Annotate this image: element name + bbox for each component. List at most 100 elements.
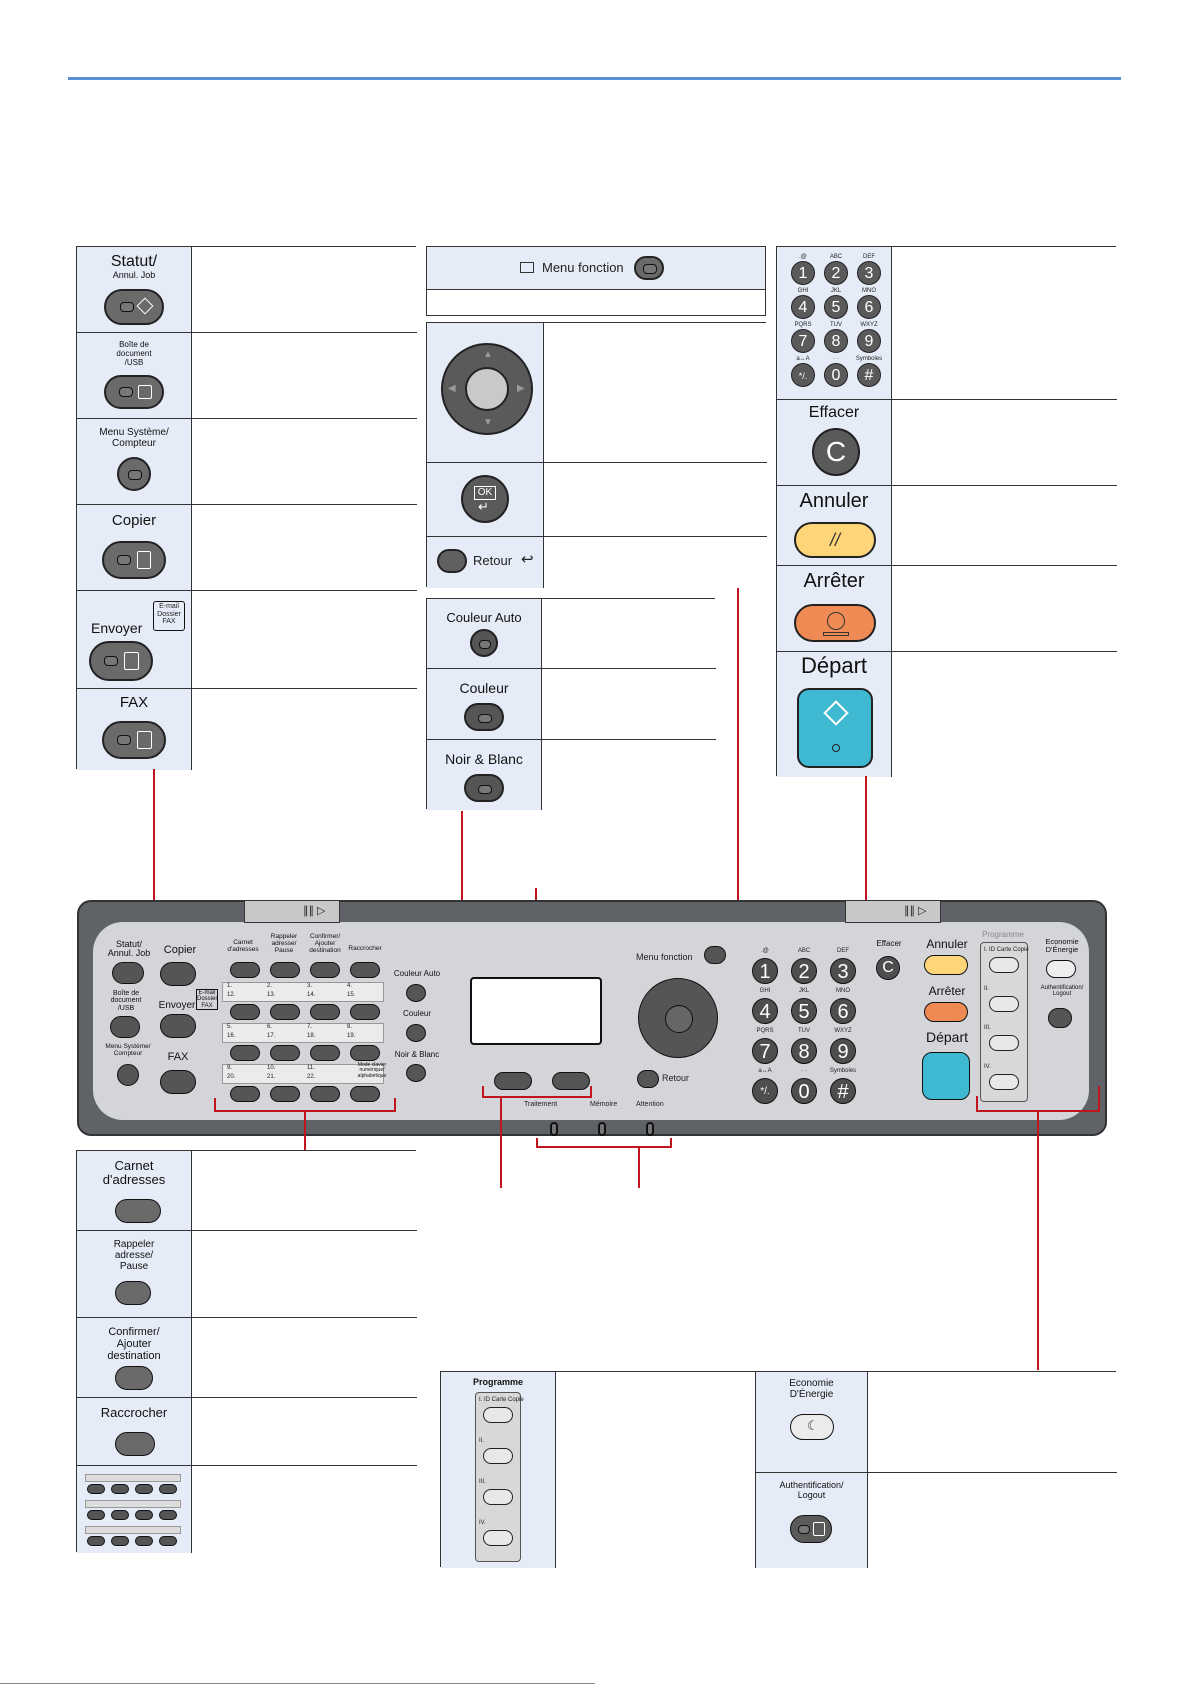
panel-boite-button[interactable] (110, 1016, 140, 1038)
panel-onetouch-key[interactable] (310, 1004, 340, 1020)
panel-carnet-button[interactable] (230, 962, 260, 978)
panel-keypad-key-8[interactable]: 9 (830, 1038, 856, 1064)
panel-envoyer-button[interactable] (160, 1014, 196, 1038)
panel-noir-blanc-button[interactable] (406, 1064, 426, 1082)
prog-mini-key-4[interactable] (483, 1530, 513, 1546)
couleur-auto-button[interactable] (470, 629, 498, 657)
keypad-key-3[interactable]: 4 (791, 295, 815, 319)
panel-keypad-key-5[interactable]: 6 (830, 998, 856, 1024)
panel-onetouch-key[interactable] (310, 1045, 340, 1061)
confirmer-button[interactable] (115, 1366, 153, 1390)
retour-button[interactable] (437, 549, 467, 573)
effacer-button[interactable]: C (812, 428, 860, 476)
keypad-key-9[interactable]: */. (791, 363, 815, 387)
prog-mini-key-3[interactable] (483, 1489, 513, 1505)
noir-blanc-cell: Noir & Blanc (427, 740, 541, 810)
panel-prog-key-2[interactable] (989, 996, 1019, 1012)
panel-couleur-button[interactable] (406, 1024, 426, 1042)
keypad-key-4[interactable]: 5 (824, 295, 848, 319)
panel-onetouch-strip: 5.6.7.8.16.17.18.19. (222, 1023, 384, 1043)
keypad-key-11[interactable]: # (857, 363, 881, 387)
panel-onetouch-key[interactable] (350, 1086, 380, 1102)
carnet-button[interactable] (115, 1199, 161, 1223)
prog-mini-key-1[interactable] (483, 1407, 513, 1423)
copier-button[interactable] (102, 541, 166, 579)
panel-confirmer-button[interactable] (310, 962, 340, 978)
raccrocher-button[interactable] (115, 1432, 155, 1456)
panel-retour-button[interactable] (637, 1070, 659, 1088)
menu-systeme-button[interactable] (117, 457, 151, 491)
panel-menu-fonction-button[interactable] (704, 946, 726, 964)
rappeler-button[interactable] (115, 1281, 151, 1305)
panel-onetouch-key[interactable] (270, 1004, 300, 1020)
panel-onetouch-key[interactable] (270, 1045, 300, 1061)
panel-auth-button[interactable] (1048, 1008, 1072, 1028)
panel-soft-key-right[interactable] (552, 1072, 590, 1090)
boite-button[interactable] (104, 375, 164, 409)
panel-couleur-auto-button[interactable] (406, 984, 426, 1002)
panel-soft-key-left[interactable] (494, 1072, 532, 1090)
panel-onetouch-key[interactable] (230, 1086, 260, 1102)
panel-onetouch-key[interactable] (270, 1086, 300, 1102)
ok-button[interactable]: OK↵ (461, 475, 509, 523)
footer-rule (0, 1683, 595, 1684)
arrow-pad[interactable]: ▲ ▼ ◀ ▶ (441, 343, 533, 435)
down-arrow-icon[interactable]: ▼ (483, 417, 493, 428)
menu-fonction-button[interactable] (634, 256, 664, 280)
keypad-key-8[interactable]: 9 (857, 329, 881, 353)
annuler-button[interactable]: // (794, 522, 876, 558)
panel-arrow-pad[interactable] (638, 978, 718, 1058)
panel-statut-button[interactable] (112, 962, 144, 984)
arrow-pad-center[interactable] (465, 367, 509, 411)
panel-keypad-key-10[interactable]: 0 (791, 1078, 817, 1104)
couleur-button[interactable] (464, 703, 504, 731)
panel-rappeler-button[interactable] (270, 962, 300, 978)
panel-keypad-key-2[interactable]: 3 (830, 958, 856, 984)
panel-prog-key-1[interactable] (989, 957, 1019, 973)
panel-prog-key-3[interactable] (989, 1035, 1019, 1051)
up-arrow-icon[interactable]: ▲ (483, 349, 493, 360)
keypad-key-7[interactable]: 8 (824, 329, 848, 353)
economie-button[interactable]: ☾ (790, 1414, 834, 1440)
depart-button[interactable] (797, 688, 873, 768)
panel-keypad-key-7[interactable]: 8 (791, 1038, 817, 1064)
auth-button[interactable] (790, 1515, 832, 1543)
panel-economie-button[interactable] (1046, 960, 1076, 978)
panel-effacer-button[interactable]: C (876, 956, 900, 980)
panel-onetouch-key[interactable] (350, 1045, 380, 1061)
panel-keypad-key-9[interactable]: */. (752, 1078, 778, 1104)
keypad-key-2[interactable]: 3 (857, 261, 881, 285)
panel-onetouch-key[interactable] (230, 1004, 260, 1020)
left-arrow-icon[interactable]: ◀ (448, 383, 456, 394)
panel-raccrocher-button[interactable] (350, 962, 380, 978)
statut-button[interactable] (104, 289, 164, 325)
panel-keypad-key-3[interactable]: 4 (752, 998, 778, 1024)
panel-depart-button[interactable] (922, 1052, 970, 1100)
panel-menu-button[interactable] (117, 1064, 139, 1086)
panel-ok-button[interactable] (665, 1005, 693, 1033)
keypad-key-0[interactable]: 1 (791, 261, 815, 285)
envoyer-button[interactable] (89, 641, 153, 681)
fax-button[interactable] (102, 721, 166, 759)
panel-onetouch-key[interactable] (230, 1045, 260, 1061)
panel-keypad-key-6[interactable]: 7 (752, 1038, 778, 1064)
panel-prog-key-4[interactable] (989, 1074, 1019, 1090)
panel-keypad-key-1[interactable]: 2 (791, 958, 817, 984)
noir-blanc-button[interactable] (464, 774, 504, 802)
keypad-key-6[interactable]: 7 (791, 329, 815, 353)
prog-mini-key-2[interactable] (483, 1448, 513, 1464)
panel-annuler-button[interactable] (924, 955, 968, 975)
arreter-button[interactable] (794, 604, 876, 642)
panel-fax-button[interactable] (160, 1070, 196, 1094)
panel-arreter-button[interactable] (924, 1002, 968, 1022)
panel-copier-button[interactable] (160, 962, 196, 986)
panel-onetouch-key[interactable] (350, 1004, 380, 1020)
right-arrow-icon[interactable]: ▶ (517, 383, 525, 394)
keypad-key-5[interactable]: 6 (857, 295, 881, 319)
panel-keypad-key-4[interactable]: 5 (791, 998, 817, 1024)
keypad-key-10[interactable]: 0 (824, 363, 848, 387)
panel-keypad-key-0[interactable]: 1 (752, 958, 778, 984)
panel-keypad-key-11[interactable]: # (830, 1078, 856, 1104)
panel-onetouch-key[interactable] (310, 1086, 340, 1102)
keypad-key-1[interactable]: 2 (824, 261, 848, 285)
